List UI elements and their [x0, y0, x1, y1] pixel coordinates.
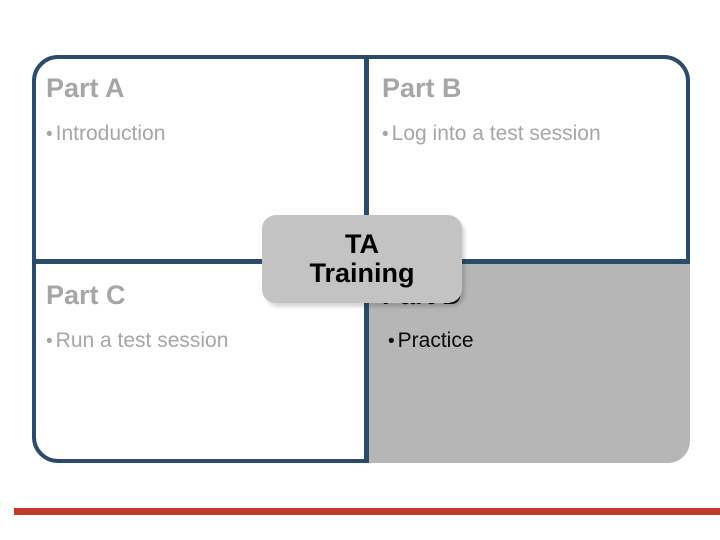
quadrant-a-bullet-item: •Introduction	[46, 122, 364, 146]
bullet-icon: •	[46, 124, 53, 145]
center-chip-line-1: TA	[345, 229, 379, 260]
center-label-chip: TA Training	[262, 215, 462, 303]
quadrant-c-bullet-text: Run a test session	[55, 329, 229, 352]
center-chip-line-2: Training	[309, 258, 415, 288]
bullet-icon: •	[388, 331, 395, 352]
quadrant-part-c[interactable]: Part C •Run a test session	[36, 264, 364, 463]
quadrant-b-bullet-text: Log into a test session	[391, 122, 601, 145]
quadrant-a-title: Part A	[46, 73, 125, 103]
quadrant-c-bullet-item: •Run a test session	[46, 329, 364, 353]
quadrant-b-bullet-item: •Log into a test session	[382, 122, 690, 146]
bullet-icon: •	[46, 331, 53, 352]
bullet-icon: •	[382, 124, 389, 145]
quadrant-d-bullet-text: Practice	[397, 329, 474, 352]
quadrant-part-a[interactable]: Part A •Introduction	[36, 59, 364, 259]
quadrant-a-bullet-text: Introduction	[55, 122, 166, 145]
quadrant-c-title: Part C	[46, 280, 126, 310]
bottom-accent-rule	[14, 508, 720, 515]
quadrant-part-b[interactable]: Part B •Log into a test session	[369, 59, 690, 259]
quadrant-b-title: Part B	[382, 73, 462, 103]
quadrant-d-bullet-item: •Practice	[382, 329, 690, 353]
